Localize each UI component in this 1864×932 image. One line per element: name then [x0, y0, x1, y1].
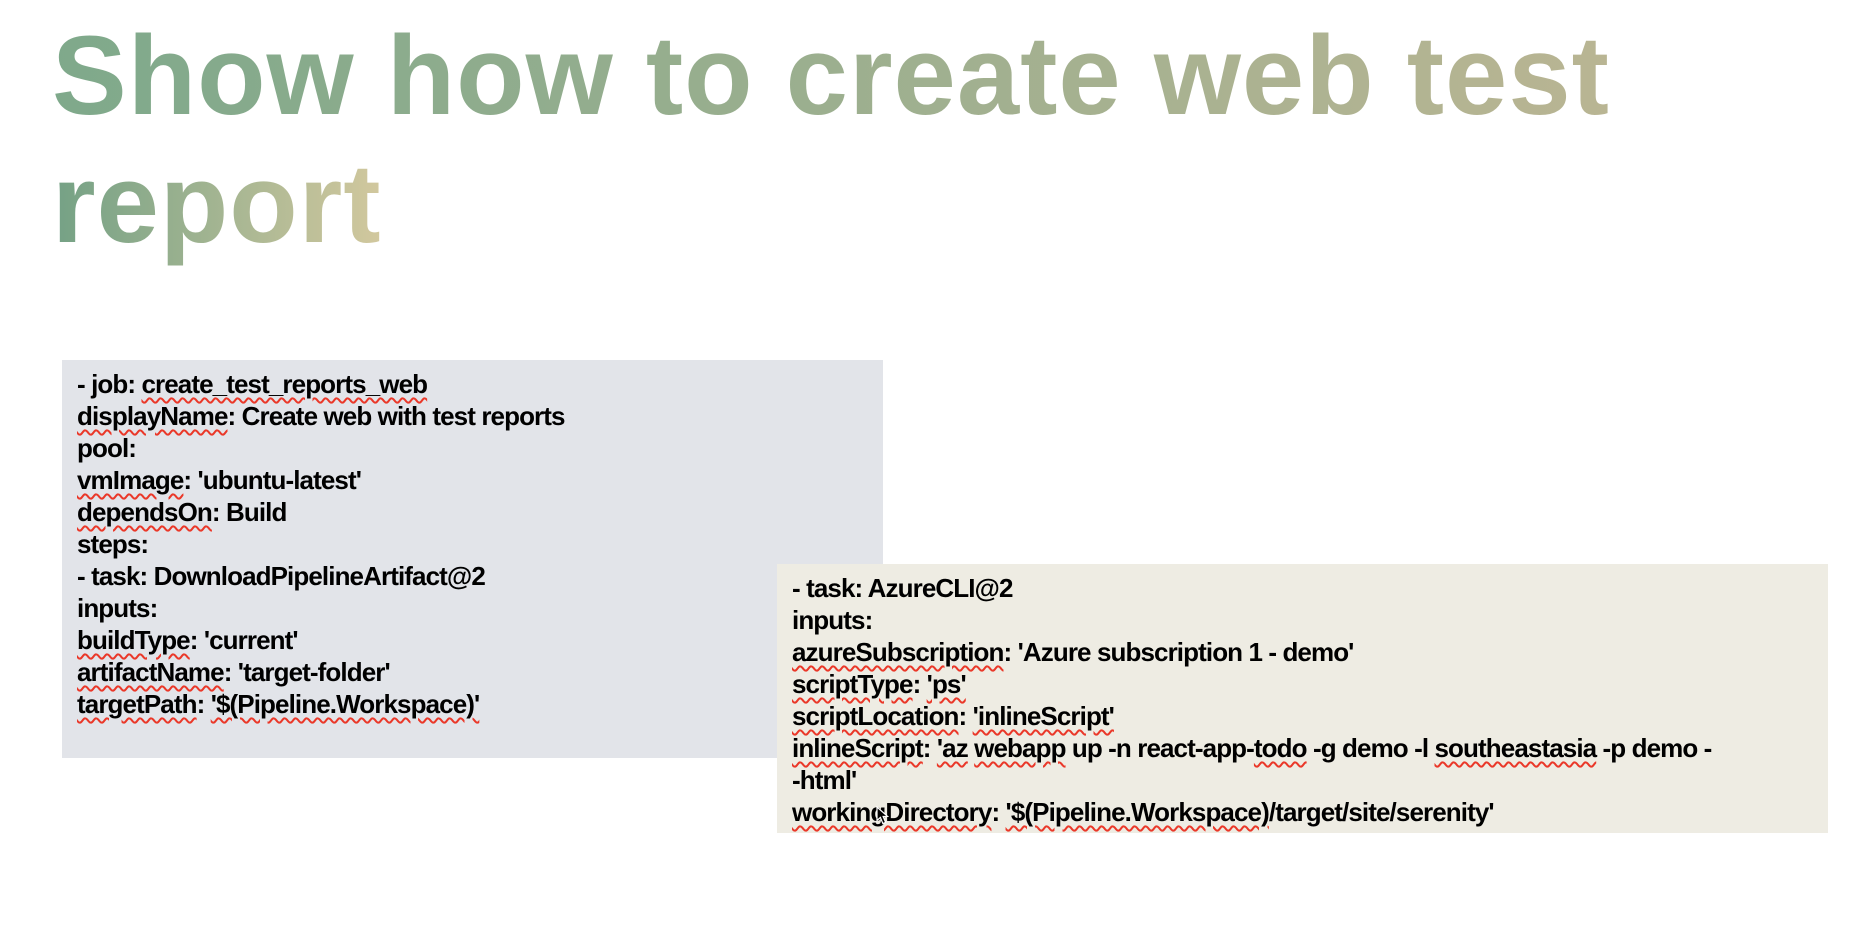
code-line: buildType: 'current' — [77, 624, 868, 656]
misspelled-text: azureSubscription — [792, 637, 1004, 667]
code-line: dependsOn: Build — [77, 496, 868, 528]
code-text: : Build — [211, 497, 287, 527]
misspelled-text: artifactName — [77, 657, 225, 687]
code-line: vmImage: 'ubuntu-latest' — [77, 464, 868, 496]
code-text: : — [958, 701, 973, 731]
code-text: : 'current' — [189, 625, 299, 655]
code-text: - job: — [77, 369, 142, 399]
misspelled-text: scriptLocation — [792, 701, 959, 731]
code-text: -p demo - — [1596, 733, 1713, 763]
code-line: inlineScript: 'az webapp up -n react-app… — [792, 732, 1813, 764]
code-text: - task: AzureCLI@2 — [792, 573, 1013, 603]
misspelled-text: dependsOn — [77, 497, 213, 527]
misspelled-text: workingDirectory — [792, 797, 992, 827]
misspelled-text: '$(Pipeline.Workspace)' — [210, 689, 481, 719]
misspelled-text: buildType — [77, 625, 191, 655]
code-line: workingDirectory: '$(Pipeline.Workspace)… — [792, 796, 1813, 828]
code-text: steps: — [77, 529, 149, 559]
misspelled-text: scriptType — [792, 669, 913, 699]
code-text: : 'Azure subscription 1 - demo' — [1003, 637, 1355, 667]
code-line: inputs: — [792, 604, 1813, 636]
code-text: up -n react-app- — [1065, 733, 1255, 763]
code-text: : — [912, 669, 927, 699]
code-text: pool: — [77, 433, 137, 463]
code-line: artifactName: 'target-folder' — [77, 656, 868, 688]
code-line: scriptType: 'ps' — [792, 668, 1813, 700]
code-line: - task: DownloadPipelineArtifact@2 — [77, 560, 868, 592]
code-line: -html' — [792, 764, 1813, 796]
code-text: -g demo -l — [1306, 733, 1435, 763]
code-line: - job: create_test_reports_web — [77, 368, 868, 400]
code-line: azureSubscription: 'Azure subscription 1… — [792, 636, 1813, 668]
misspelled-text: create_test_reports_web — [141, 369, 428, 399]
code-text: /target/site/serenity' — [1268, 797, 1495, 827]
misspelled-text: 'az — [936, 733, 969, 763]
code-text: : — [196, 689, 211, 719]
code-line: steps: — [77, 528, 868, 560]
misspelled-text: southeastasia — [1434, 733, 1598, 763]
code-line: targetPath: '$(Pipeline.Workspace)' — [77, 688, 868, 720]
code-text: : — [991, 797, 1006, 827]
code-line: inputs: — [77, 592, 868, 624]
misspelled-text: '$(Pipeline.Workspace) — [1005, 797, 1270, 827]
misspelled-text: 'inlineScript' — [972, 701, 1115, 731]
code-text: inputs: — [792, 605, 873, 635]
misspelled-text: inlineScript — [792, 733, 924, 763]
misspelled-text: todo — [1253, 733, 1308, 763]
code-line: - task: AzureCLI@2 — [792, 572, 1813, 604]
title-line-2: report — [52, 140, 382, 266]
code-text: : 'ubuntu-latest' — [183, 465, 362, 495]
code-text: : 'target-folder' — [223, 657, 391, 687]
code-text: -html' — [792, 765, 857, 795]
title-line-1: Show how to create web test — [52, 13, 1610, 138]
code-line: pool: — [77, 432, 868, 464]
slide-title[interactable]: Show how to create web test report — [52, 12, 1610, 267]
misspelled-text: 'ps' — [926, 669, 967, 699]
code-line: displayName: Create web with test report… — [77, 400, 868, 432]
code-line: scriptLocation: 'inlineScript' — [792, 700, 1813, 732]
code-text: : Create web with test reports — [227, 401, 566, 431]
misspelled-text: vmImage — [77, 465, 184, 495]
code-text: inputs: — [77, 593, 158, 623]
misspelled-text: webapp — [974, 733, 1066, 763]
code-text: : — [922, 733, 937, 763]
mouse-cursor-icon — [876, 806, 890, 825]
misspelled-text: targetPath — [77, 689, 197, 719]
code-text: - task: DownloadPipelineArtifact@2 — [77, 561, 486, 591]
misspelled-text: displayName — [77, 401, 228, 431]
